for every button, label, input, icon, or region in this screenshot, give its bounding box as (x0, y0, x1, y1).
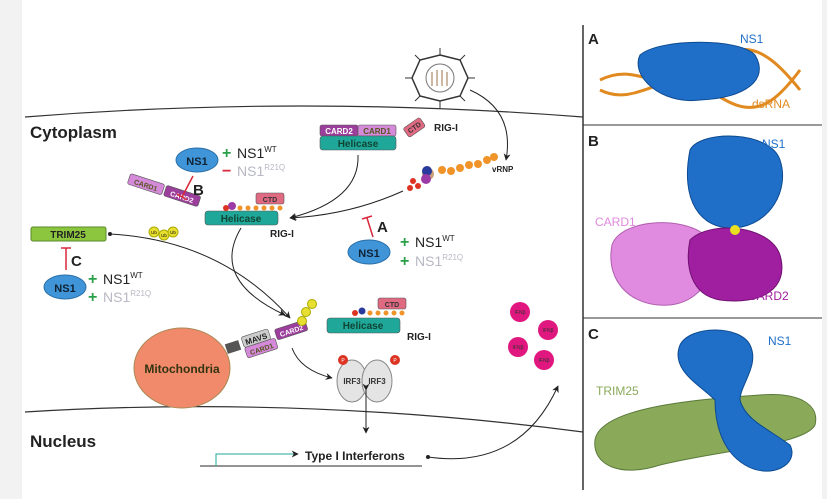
svg-text:P: P (341, 358, 345, 364)
ns1-inhibition-b: NS1 + NS1WT − NS1R21Q B (175, 145, 285, 201)
svg-text:IRF3: IRF3 (343, 377, 361, 386)
svg-text:CTD: CTD (385, 302, 399, 309)
svg-text:IFNβ: IFNβ (513, 345, 524, 351)
panel-a: A NS1 dsRNA (588, 31, 802, 111)
svg-text:B: B (588, 133, 599, 150)
nuclear-membrane (24, 406, 584, 433)
vrnp: vRNP (407, 153, 514, 191)
panel-c: C NS1 TRIM25 (588, 326, 817, 472)
svg-text:Ub: Ub (170, 230, 176, 235)
ubiquitin-chain (297, 299, 317, 326)
rig-i-label: RIG-I (270, 229, 294, 240)
svg-text:NS1: NS1 (54, 283, 75, 295)
type-i-interferons-label: Type I Interferons (305, 449, 405, 463)
ns1-inhibition-a: A NS1 + NS1WT + NS1R21Q (347, 215, 463, 270)
svg-text:NS1R21Q: NS1R21Q (415, 253, 463, 269)
mavs-complex: MAVS CARD1 CARD2 (241, 319, 308, 358)
svg-text:RIG-I: RIG-I (407, 332, 431, 343)
irf3-dimer: IRF3 IRF3 P P (336, 355, 400, 403)
svg-text:CARD2: CARD2 (748, 289, 789, 303)
gene-locus: Type I Interferons (200, 449, 422, 467)
mavs-to-irf3-arrow (291, 347, 333, 380)
svg-text:P: P (393, 358, 397, 364)
label-a: A (377, 219, 388, 236)
plus-sign: + (400, 253, 409, 270)
vrnp-to-rig-i-arrow (289, 190, 404, 222)
plasma-membrane (24, 105, 584, 118)
mitochondria-label: Mitochondria (144, 362, 220, 376)
trim25-arrow (109, 233, 291, 319)
svg-text:+: + (222, 145, 231, 162)
svg-text:NS1WT: NS1WT (103, 271, 143, 287)
svg-text:NS1WT: NS1WT (415, 234, 455, 250)
card1-label: CARD1 (363, 127, 391, 136)
svg-text:NS1: NS1 (740, 32, 764, 46)
rig-i-inactive: CARD2 CARD1 Helicase CTD RIG-I (319, 117, 458, 151)
ifn-beta-molecules: IFNβ IFNβ IFNβ IFNβ (508, 302, 558, 370)
svg-text:Helicase: Helicase (343, 321, 384, 332)
interferon-secretion-arrow (427, 385, 559, 460)
svg-text:IRF3: IRF3 (368, 377, 386, 386)
svg-text:−: − (222, 163, 231, 180)
panel-b: B NS1 CARD1 CARD2 (588, 133, 789, 306)
svg-text:CARD1: CARD1 (595, 215, 636, 229)
svg-text:A: A (588, 31, 599, 48)
svg-text:NS1: NS1 (762, 137, 786, 151)
cytoplasm-label: Cytoplasm (30, 123, 117, 142)
ns1-label: NS1 (358, 248, 379, 260)
card2-label: CARD2 (325, 127, 353, 136)
svg-text:NS1: NS1 (186, 156, 207, 168)
plus-sign: + (400, 234, 409, 251)
virus-to-vrnp-arrow (469, 89, 511, 161)
mitochondria: Mitochondria (133, 327, 242, 409)
svg-text:NS1WT: NS1WT (237, 145, 277, 161)
rig-i-label: RIG-I (434, 123, 458, 134)
svg-text:+: + (88, 289, 97, 306)
svg-text:NS1: NS1 (768, 334, 792, 348)
label-b: B (193, 182, 204, 199)
svg-text:C: C (588, 326, 599, 343)
nucleus-label: Nucleus (30, 432, 96, 451)
helicase-label: Helicase (221, 214, 262, 225)
ctd-label: CTD (263, 197, 277, 204)
rig-i-mavs-bound: Helicase CTD RIG-I (326, 297, 431, 343)
svg-text:NS1R21Q: NS1R21Q (237, 163, 285, 179)
rig-i-to-mavs-arrow (231, 227, 286, 316)
svg-text:Ub: Ub (151, 230, 157, 235)
activation-arrow (289, 154, 359, 220)
svg-text:IFNβ: IFNβ (539, 358, 550, 364)
label-c: C (71, 253, 82, 270)
trim25-group: TRIM25 C NS1 + NS1WT + NS1R21Q (30, 226, 151, 306)
svg-text:+: + (88, 271, 97, 288)
helicase-label: Helicase (338, 139, 379, 150)
svg-text:IFNβ: IFNβ (543, 328, 554, 334)
svg-text:TRIM25: TRIM25 (596, 384, 639, 398)
trim25-label: TRIM25 (50, 230, 86, 241)
svg-text:Ub: Ub (161, 233, 167, 238)
svg-text:dsRNA: dsRNA (752, 97, 790, 111)
svg-text:NS1R21Q: NS1R21Q (103, 289, 151, 305)
svg-text:IFNβ: IFNβ (515, 310, 526, 316)
vrnp-label: vRNP (492, 165, 514, 174)
virus-icon (405, 48, 475, 108)
